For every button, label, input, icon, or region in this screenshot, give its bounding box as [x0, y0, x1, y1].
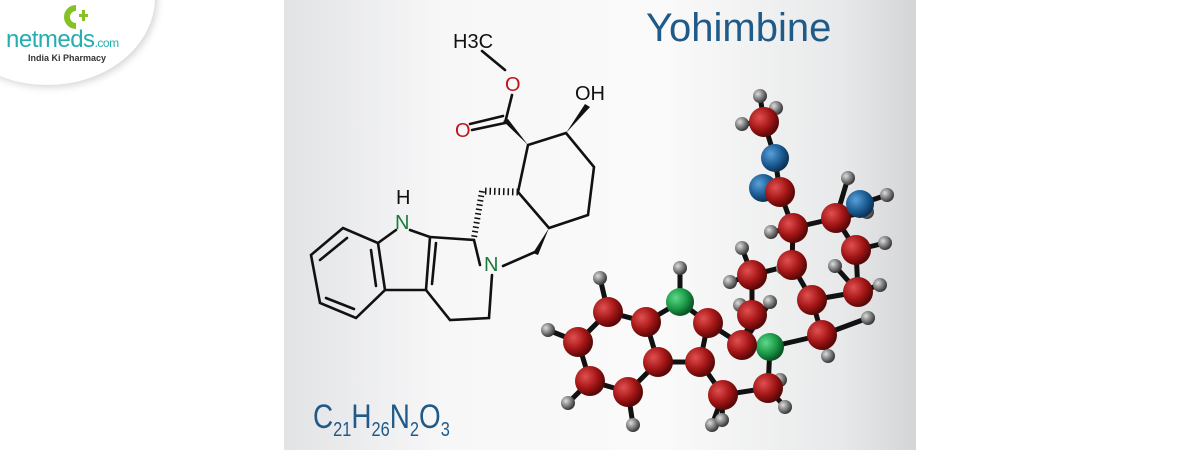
carbon-atom: [685, 347, 715, 377]
carbon-atom: [841, 235, 871, 265]
carbon-atom: [708, 380, 738, 410]
molecule-title: Yohimbine: [646, 6, 832, 50]
hydrogen-atom: [763, 295, 777, 309]
carbon-atom: [643, 347, 673, 377]
hydrogen-atom: [764, 225, 778, 239]
carbon-atom: [821, 203, 851, 233]
carbon-atom: [843, 277, 873, 307]
carbon-atom: [765, 177, 795, 207]
hydrogen-atom: [828, 259, 842, 273]
carbon-atom: [797, 285, 827, 315]
carbon-atom: [631, 307, 661, 337]
logo-wordmark: netmeds.com: [6, 26, 119, 53]
carbon-atom: [749, 107, 779, 137]
hydrogen-atom: [753, 89, 767, 103]
carbon-atom: [575, 366, 605, 396]
hydrogen-atom: [723, 275, 737, 289]
methyl-label: H3C: [453, 31, 493, 53]
hydroxyl-label: OH: [575, 83, 605, 105]
hydrogen-atom: [880, 188, 894, 202]
hydrogen-atom: [778, 400, 792, 414]
oxygen-atom: [761, 144, 789, 172]
carbon-atom: [727, 330, 757, 360]
carbonyl-oxygen-label: O: [455, 120, 471, 142]
carbon-atom: [753, 373, 783, 403]
carbon-atom: [593, 297, 623, 327]
hydrogen-atom: [841, 171, 855, 185]
hydrogen-atom: [626, 418, 640, 432]
hydrogen-atom: [735, 117, 749, 131]
hydrogen-atom: [735, 241, 749, 255]
ester-oxygen-label: O: [505, 74, 521, 96]
carbon-atom: [737, 300, 767, 330]
carbon-atom: [737, 260, 767, 290]
molecular-formula: C21H26N2O3: [313, 398, 450, 441]
hydrogen-atom: [541, 323, 555, 337]
logo-tagline: India Ki Pharmacy: [28, 53, 107, 63]
carbon-atom: [778, 213, 808, 243]
hydrogen-atom: [715, 413, 729, 427]
hydrogen-atom: [561, 396, 575, 410]
carbon-atom: [563, 327, 593, 357]
nitrogen-atom: [756, 333, 784, 361]
plus-logo-icon: [64, 5, 88, 29]
oxygen-atom: [846, 190, 874, 218]
hydrogen-atom: [878, 236, 892, 250]
hydrogen-atom: [593, 271, 607, 285]
hydrogen-atom: [861, 311, 875, 325]
carbon-atom: [693, 308, 723, 338]
indole-n-label: N: [395, 212, 409, 234]
hydrogen-atom: [873, 278, 887, 292]
carbon-atom: [613, 377, 643, 407]
hydrogen-atom: [673, 261, 687, 275]
nitrogen-atom: [666, 288, 694, 316]
hydrogen-atom: [821, 349, 835, 363]
carbon-atom: [807, 320, 837, 350]
carbon-atom: [777, 250, 807, 280]
amine-n-label: N: [484, 254, 498, 276]
indole-h-label: H: [396, 187, 410, 209]
